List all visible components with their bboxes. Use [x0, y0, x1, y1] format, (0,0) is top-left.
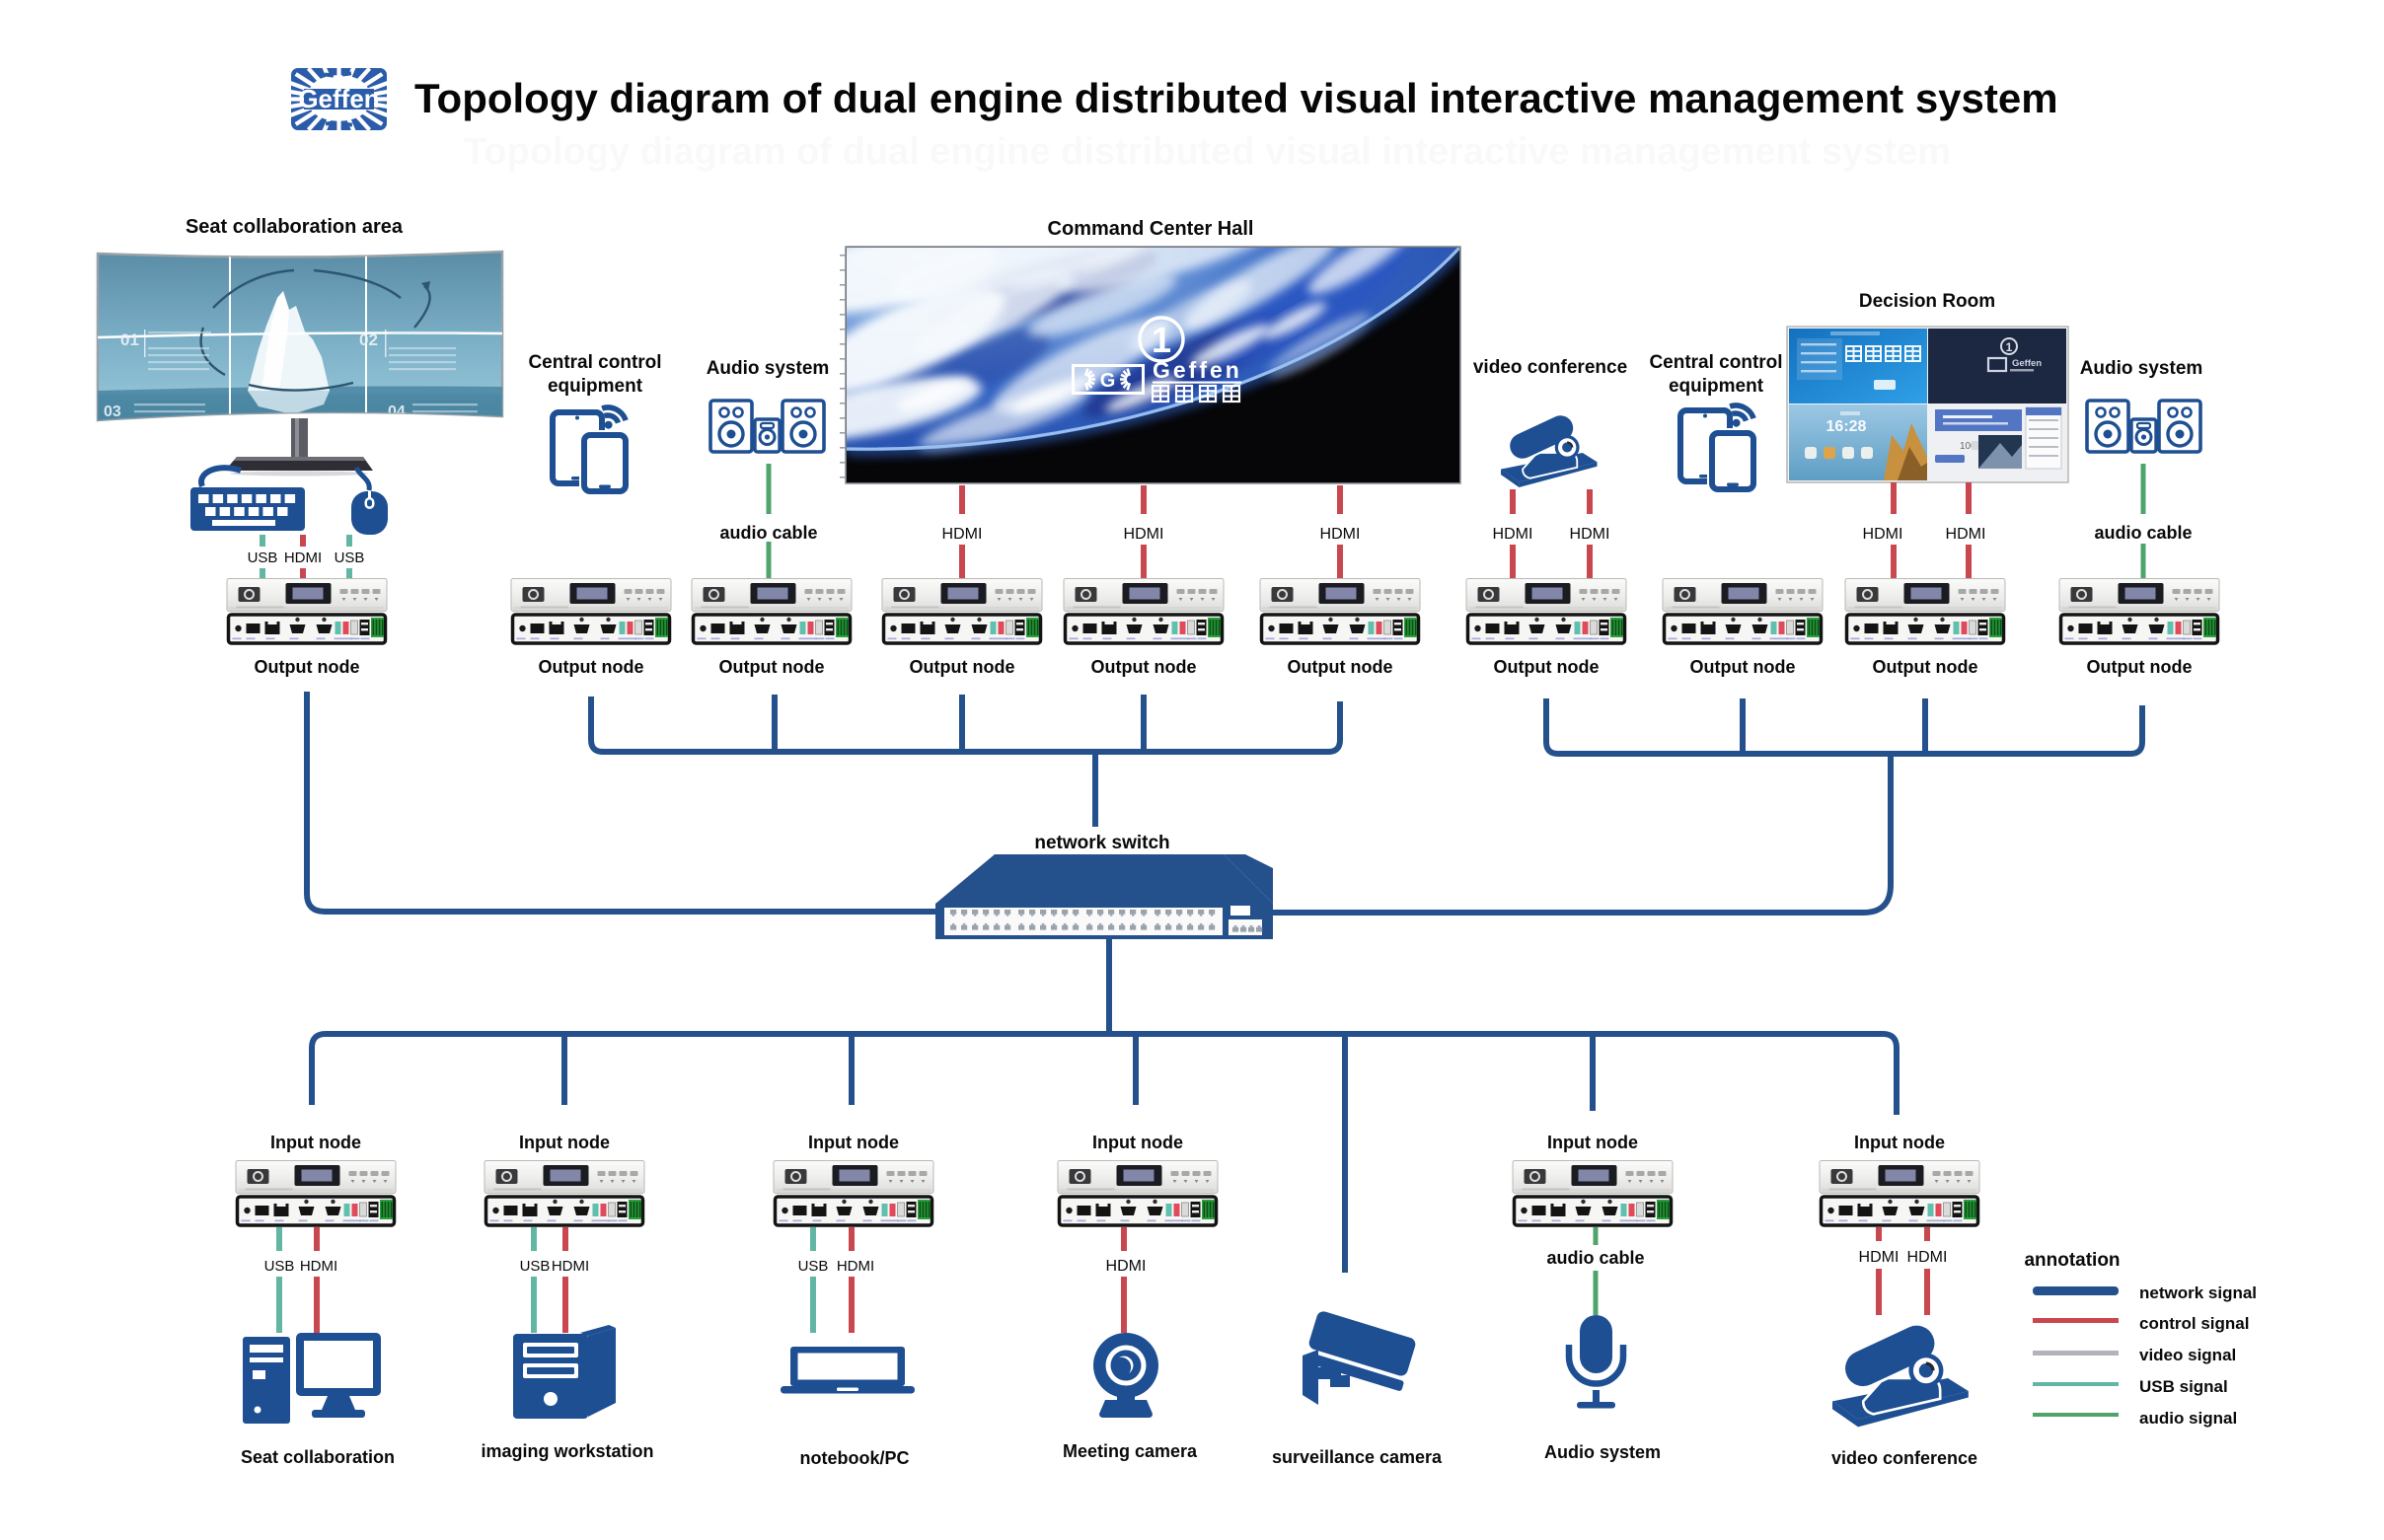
svg-text:Output node: Output node	[1494, 657, 1600, 677]
svg-text:Topology diagram of dual engin: Topology diagram of dual engine distribu…	[414, 75, 2058, 121]
svg-text:Command Center Hall: Command Center Hall	[1048, 218, 1254, 240]
svg-text:audio signal: audio signal	[2139, 1409, 2237, 1428]
svg-text:01: 01	[120, 330, 139, 349]
svg-text:surveillance camera: surveillance camera	[1272, 1447, 1443, 1467]
svg-text:Meeting camera: Meeting camera	[1063, 1441, 1198, 1461]
svg-text:Audio system: Audio system	[707, 358, 830, 379]
svg-text:HDMI: HDMI	[300, 1258, 337, 1275]
svg-text:Output node: Output node	[2087, 657, 2193, 677]
svg-text:Geffen: Geffen	[1153, 357, 1242, 383]
svg-text:HDMI: HDMI	[1493, 526, 1533, 543]
svg-text:Central control: Central control	[1649, 352, 1782, 373]
svg-text:Output node: Output node	[539, 657, 644, 677]
svg-text:annotation: annotation	[2024, 1250, 2120, 1271]
svg-text:video signal: video signal	[2139, 1346, 2236, 1364]
svg-text:100: 100	[1960, 441, 1976, 452]
svg-text:audio cable: audio cable	[719, 523, 817, 543]
svg-text:1: 1	[2006, 340, 2013, 354]
svg-text:Output node: Output node	[1288, 657, 1393, 677]
svg-text:16:28: 16:28	[1826, 418, 1867, 435]
svg-text:1: 1	[1152, 320, 1171, 360]
svg-text:HDMI: HDMI	[284, 550, 322, 566]
svg-text:Topology diagram of dual engin: Topology diagram of dual engine distribu…	[464, 131, 1951, 173]
svg-text:USB: USB	[798, 1258, 829, 1275]
svg-text:HDMI: HDMI	[552, 1258, 589, 1275]
svg-text:HDMI: HDMI	[1946, 526, 1986, 543]
svg-text:USB: USB	[248, 550, 278, 566]
svg-text:Input node: Input node	[1547, 1133, 1638, 1152]
svg-text:USB signal: USB signal	[2139, 1377, 2228, 1396]
svg-text:Input node: Input node	[1092, 1133, 1183, 1152]
svg-text:HDMI: HDMI	[942, 526, 983, 543]
svg-text:audio cable: audio cable	[2094, 523, 2192, 543]
svg-text:Seat collaboration: Seat collaboration	[241, 1447, 395, 1467]
svg-text:HDMI: HDMI	[1907, 1249, 1948, 1266]
svg-text:Output node: Output node	[910, 657, 1015, 677]
svg-text:network switch: network switch	[1034, 833, 1169, 853]
svg-text:equipment: equipment	[1669, 376, 1764, 397]
svg-text:Seat collaboration area: Seat collaboration area	[186, 216, 404, 238]
svg-text:Output node: Output node	[1690, 657, 1796, 677]
svg-text:USB: USB	[335, 550, 365, 566]
svg-text:Output node: Output node	[255, 657, 360, 677]
svg-text:equipment: equipment	[548, 376, 643, 397]
svg-text:HDMI: HDMI	[1320, 526, 1361, 543]
svg-text:Geffen: Geffen	[298, 84, 379, 113]
svg-text:HDMI: HDMI	[1570, 526, 1610, 543]
svg-text:imaging workstation: imaging workstation	[481, 1441, 653, 1461]
svg-text:Geffen: Geffen	[2012, 358, 2042, 369]
svg-text:control signal: control signal	[2139, 1314, 2249, 1333]
svg-text:02: 02	[359, 330, 378, 349]
svg-text:Output node: Output node	[1091, 657, 1197, 677]
svg-text:network signal: network signal	[2139, 1283, 2257, 1302]
svg-text:video conference: video conference	[1831, 1448, 1977, 1468]
svg-text:Output node: Output node	[1873, 657, 1978, 677]
svg-text:Input node: Input node	[1854, 1133, 1945, 1152]
svg-text:audio cable: audio cable	[1546, 1248, 1644, 1268]
svg-text:Decision Room: Decision Room	[1859, 291, 1995, 312]
svg-text:HDMI: HDMI	[837, 1258, 874, 1275]
svg-text:notebook/PC: notebook/PC	[800, 1448, 910, 1468]
svg-text:HDMI: HDMI	[1124, 526, 1164, 543]
svg-text:Audio system: Audio system	[1544, 1442, 1661, 1462]
svg-text:Audio system: Audio system	[2080, 358, 2203, 379]
svg-text:Central control: Central control	[528, 352, 661, 373]
svg-text:Output node: Output node	[719, 657, 825, 677]
svg-text:03: 03	[104, 403, 121, 420]
svg-text:USB: USB	[264, 1258, 295, 1275]
svg-text:video conference: video conference	[1473, 357, 1627, 378]
svg-text:HDMI: HDMI	[1863, 526, 1903, 543]
svg-text:USB: USB	[520, 1258, 551, 1275]
svg-text:Input node: Input node	[270, 1133, 361, 1152]
svg-text:HDMI: HDMI	[1106, 1258, 1147, 1275]
svg-text:Input node: Input node	[519, 1133, 610, 1152]
svg-text:HDMI: HDMI	[1859, 1249, 1900, 1266]
svg-text:Input node: Input node	[808, 1133, 899, 1152]
svg-text:G: G	[1100, 370, 1116, 392]
